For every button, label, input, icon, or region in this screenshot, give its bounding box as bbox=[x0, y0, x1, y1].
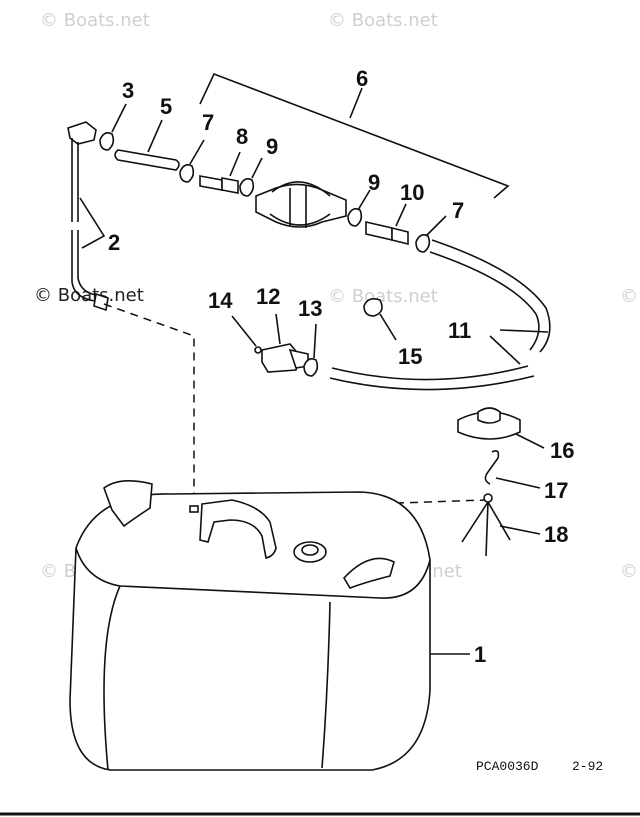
callout-10: 10 bbox=[400, 180, 424, 205]
callout-6: 6 bbox=[356, 66, 368, 91]
leader-9-right bbox=[357, 189, 371, 211]
clip-15 bbox=[363, 298, 383, 317]
hose-11-bottom-inner bbox=[329, 375, 535, 391]
callout-9-right: 9 bbox=[368, 170, 380, 195]
strap-18 bbox=[461, 493, 511, 557]
leader-7-left bbox=[189, 139, 205, 165]
leader-6 bbox=[349, 87, 363, 119]
callout-14: 14 bbox=[208, 288, 233, 313]
watermark-top-left: © Boats.net bbox=[40, 10, 150, 31]
hose-11-bottom bbox=[331, 365, 529, 381]
clamp-13 bbox=[303, 358, 319, 377]
clamp-9-left bbox=[239, 178, 255, 197]
callout-17: 17 bbox=[544, 478, 568, 503]
hook-17 bbox=[484, 450, 500, 485]
callout-1: 1 bbox=[474, 642, 486, 667]
leader-16 bbox=[515, 433, 545, 449]
watermark-edge-mark-2: © bbox=[620, 561, 638, 582]
clamp-7-right bbox=[415, 234, 431, 253]
watermark-mid-left: © Boats.net bbox=[34, 285, 144, 306]
leader-18 bbox=[499, 525, 541, 535]
callout-3: 3 bbox=[122, 78, 134, 103]
leader-9-left bbox=[251, 157, 263, 179]
leader-2 bbox=[79, 197, 106, 249]
leader-5 bbox=[147, 119, 163, 153]
fitting-10 bbox=[365, 220, 409, 246]
o-ring-14 bbox=[254, 346, 262, 354]
hose-11-top bbox=[431, 239, 551, 353]
connector-12 bbox=[261, 343, 309, 373]
callout-9-left: 9 bbox=[266, 134, 278, 159]
clamp-3 bbox=[99, 132, 115, 151]
fuel-cap-16 bbox=[457, 407, 521, 440]
leader-15 bbox=[379, 313, 397, 341]
dash-pickup-to-tank bbox=[103, 303, 195, 504]
leader-10 bbox=[395, 203, 407, 227]
leader-12 bbox=[275, 313, 281, 345]
leader-7-right bbox=[425, 215, 447, 237]
leader-11 bbox=[489, 329, 549, 365]
callout-16: 16 bbox=[550, 438, 574, 463]
callout-13: 13 bbox=[298, 296, 322, 321]
callout-7-left: 7 bbox=[202, 110, 214, 135]
leader-13 bbox=[313, 323, 317, 359]
watermark-top-right: © Boats.net bbox=[328, 10, 438, 31]
callout-18: 18 bbox=[544, 522, 568, 547]
clamp-9-right bbox=[347, 208, 363, 227]
callout-2: 2 bbox=[108, 230, 120, 255]
watermark-mid-right: © Boats.net bbox=[328, 286, 438, 307]
pickup-tube bbox=[67, 121, 109, 312]
fuel-tank-1 bbox=[69, 480, 431, 771]
leader-8 bbox=[229, 151, 241, 177]
footer-code: PCA0036D bbox=[476, 759, 539, 774]
primer-bulb bbox=[255, 181, 347, 228]
leader-17 bbox=[495, 477, 541, 489]
dash-cap-to-tank bbox=[309, 499, 487, 532]
fitting-8 bbox=[199, 175, 239, 194]
callout-11: 11 bbox=[448, 318, 471, 343]
callout-7-right: 7 bbox=[452, 198, 464, 223]
callout-12: 12 bbox=[256, 284, 280, 309]
callout-5: 5 bbox=[160, 94, 172, 119]
bracket-6 bbox=[199, 72, 510, 199]
hose-11-top-inner bbox=[429, 251, 540, 351]
callout-8: 8 bbox=[236, 124, 248, 149]
watermark-edge-mark: © bbox=[620, 286, 638, 307]
footer-date: 2-92 bbox=[572, 759, 603, 774]
callout-15: 15 bbox=[398, 344, 422, 369]
leader-3 bbox=[111, 103, 127, 133]
hose-5 bbox=[114, 149, 180, 171]
clamp-7-left bbox=[179, 164, 195, 183]
leader-14 bbox=[231, 315, 257, 347]
